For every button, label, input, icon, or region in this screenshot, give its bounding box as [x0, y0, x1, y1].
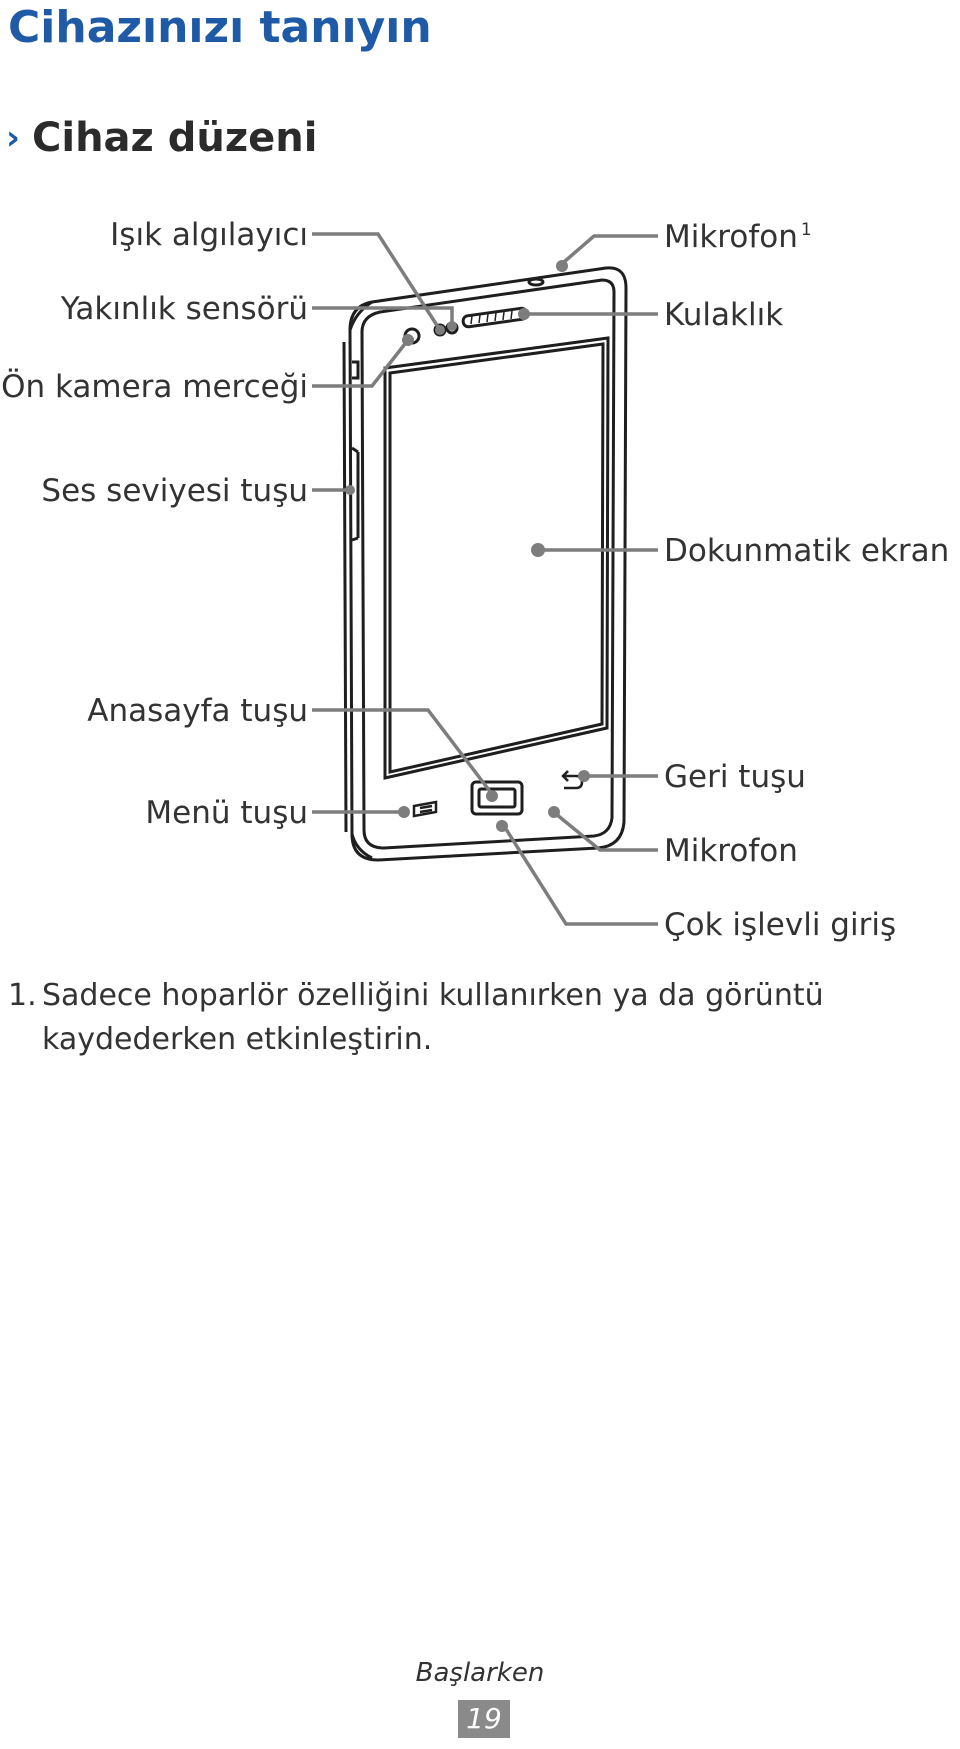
footnote-text: Sadece hoparlör özelliğini kullanırken y…	[42, 978, 824, 1057]
phone-side-edge	[348, 300, 373, 860]
phone-screen	[383, 336, 610, 780]
side-button-top	[352, 360, 360, 380]
home-key	[470, 780, 524, 816]
label-front-camera: Ön kamera merceği	[1, 368, 308, 405]
page-title: Cihazınızı tanıyın	[8, 2, 432, 53]
footnote-number: 1.	[8, 978, 37, 1013]
page-number: 19	[458, 1700, 510, 1738]
section-title: Cihaz düzeni	[32, 115, 318, 161]
menu-key-icon	[412, 800, 438, 818]
leader-lines	[312, 232, 658, 926]
footnote: 1. Sadece hoparlör özelliğini kullanırke…	[8, 974, 958, 1062]
section-heading: › Cihaz düzeni	[6, 116, 317, 160]
label-multifunction-jack: Çok işlevli giriş	[664, 907, 896, 943]
device-layout-diagram: Işık algılayıcı Yakınlık sensörü Ön kame…	[1, 217, 949, 943]
phone-side-inner	[342, 341, 348, 833]
label-home-key: Anasayfa tuşu	[87, 693, 308, 729]
label-back-key: Geri tuşu	[664, 759, 806, 795]
chevron-right-icon: ›	[6, 118, 21, 158]
label-proximity-sensor: Yakınlık sensörü	[60, 291, 308, 327]
label-volume-key: Ses seviyesi tuşu	[41, 473, 308, 509]
label-menu-key: Menü tuşu	[145, 795, 308, 831]
label-touch-screen: Dokunmatik ekran	[664, 533, 949, 569]
top-mic-hole	[527, 277, 545, 287]
label-light-sensor: Işık algılayıcı	[110, 217, 308, 253]
footer-section-name: Başlarken	[415, 1658, 545, 1688]
home-key-inner	[477, 787, 517, 809]
footnote-ref: 1	[801, 220, 812, 240]
label-bottom-microphone: Mikrofon	[664, 833, 798, 869]
phone-front-bezel	[360, 278, 616, 850]
earpiece-holes	[470, 310, 513, 325]
label-earpiece: Kulaklık	[664, 297, 783, 333]
volume-key	[351, 446, 360, 542]
phone-screen-inner	[388, 342, 605, 774]
